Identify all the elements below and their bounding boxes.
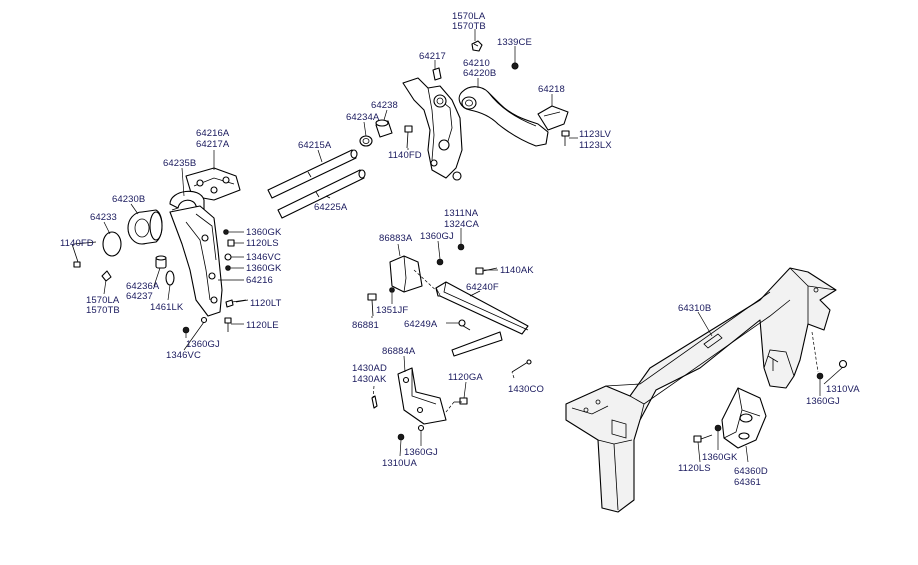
- part-label: 1570LA: [86, 295, 120, 306]
- part-label: 1140FD: [60, 238, 94, 249]
- part-label: 64235B: [163, 158, 196, 169]
- part-label: 1324CA: [444, 219, 479, 230]
- bracket-86883A[interactable]: [389, 255, 423, 293]
- nut-1360GJ-left[interactable]: [182, 316, 208, 334]
- part-label: 1140AK: [500, 265, 534, 276]
- part-label: 1140FD: [388, 150, 422, 161]
- pin-1430CO[interactable]: [511, 359, 532, 373]
- part-label: 1570TB: [452, 21, 486, 32]
- clip-part[interactable]: [471, 40, 483, 52]
- pedal-pad-64218[interactable]: [537, 105, 569, 131]
- part-label: 1346VC: [166, 350, 201, 361]
- part-label: 1570TB: [86, 305, 120, 316]
- nuts-lower-center[interactable]: [397, 424, 425, 441]
- part-label: 64236A: [126, 281, 160, 292]
- ring-1461LK[interactable]: [165, 270, 175, 286]
- bolt-86881[interactable]: [367, 287, 395, 317]
- shaft-64215A[interactable]: [267, 149, 358, 199]
- part-label: 1360GJ: [806, 396, 840, 407]
- part-label: 1570LA: [452, 11, 486, 22]
- part-label: 1360GK: [246, 263, 282, 274]
- part-label: 1311NA: [444, 208, 479, 219]
- bracket-86884A[interactable]: [397, 367, 447, 425]
- part-label: 1430AD: [352, 363, 387, 374]
- part-label: 64360D: [734, 466, 768, 477]
- part-label: 64230B: [112, 194, 145, 205]
- rod-64240F[interactable]: [435, 281, 529, 357]
- part-label: 64361: [734, 477, 761, 488]
- pedal-arm-64210[interactable]: [458, 86, 549, 147]
- disc-64233[interactable]: [102, 231, 122, 257]
- pedal-bracket-64217[interactable]: [402, 67, 463, 181]
- bushing-64236A[interactable]: [155, 255, 167, 269]
- part-label: 1360GJ: [404, 447, 438, 458]
- part-label: 1360GJ: [420, 231, 454, 242]
- part-label: 86884A: [382, 346, 416, 357]
- part-label: 1123LV: [579, 129, 612, 140]
- nuts-upper-center[interactable]: [436, 243, 465, 266]
- part-label: 86881: [352, 320, 379, 331]
- part-label: 86883A: [379, 233, 413, 244]
- part-label: 64240F: [466, 282, 499, 293]
- part-label: 1430CO: [508, 384, 544, 395]
- part-label: 1120LE: [246, 320, 279, 331]
- housing-64230B[interactable]: [127, 209, 163, 245]
- crossmember-64310B[interactable]: [565, 267, 837, 513]
- nuts-right[interactable]: [816, 359, 848, 380]
- part-label: 64310B: [678, 303, 711, 314]
- pin-1430AD[interactable]: [371, 395, 378, 409]
- part-label: 64238: [371, 100, 398, 111]
- part-label: 1360GK: [702, 452, 738, 463]
- shaft-64225A[interactable]: [277, 169, 366, 219]
- part-label: 1360GK: [246, 227, 282, 238]
- part-label: 64217A: [196, 139, 230, 150]
- part-label: 1120LT: [250, 298, 282, 309]
- part-label: 64249A: [404, 319, 438, 330]
- part-label: 1339CE: [497, 37, 532, 48]
- bracket-64216A[interactable]: [185, 167, 241, 201]
- part-label: 1310VA: [826, 384, 860, 395]
- fasteners-64360D[interactable]: [693, 424, 722, 443]
- part-label: 64218: [538, 84, 565, 95]
- part-label: 64217: [419, 51, 446, 62]
- part-label: 1360GJ: [186, 339, 220, 350]
- nut-part[interactable]: [511, 62, 519, 70]
- bushing-64238[interactable]: [375, 119, 393, 138]
- fasteners-64216[interactable]: [223, 229, 247, 333]
- part-label: 1120GA: [448, 372, 483, 383]
- leader-lines: [73, 29, 844, 463]
- bolt-1140FD-left[interactable]: [71, 243, 81, 268]
- part-label: 1346VC: [246, 252, 281, 263]
- part-label: 1120LS: [678, 463, 711, 474]
- clip-left[interactable]: [101, 270, 112, 282]
- part-label: 64234A: [346, 112, 380, 123]
- part-label: 1310UA: [382, 458, 417, 469]
- part-label: 64220B: [463, 68, 496, 79]
- bolt-1123[interactable]: [561, 130, 570, 146]
- bracket-64360D[interactable]: [721, 387, 767, 449]
- part-label: 1351JF: [376, 305, 408, 316]
- part-label: 64233: [90, 212, 117, 223]
- part-label: 1461LK: [150, 302, 184, 313]
- bolt-1140AK[interactable]: [475, 267, 498, 275]
- part-label: 1123LX: [579, 140, 612, 151]
- part-label: 64210: [463, 58, 490, 69]
- bolt-1140FD-upper[interactable]: [404, 125, 413, 149]
- part-label: 64216: [246, 275, 273, 286]
- part-label: 1120LS: [246, 238, 279, 249]
- pedal-support-64216[interactable]: [169, 205, 223, 317]
- part-label: 64216A: [196, 128, 230, 139]
- bushing-64234A[interactable]: [359, 135, 373, 147]
- part-label: 64225A: [314, 202, 348, 213]
- part-label: 64215A: [298, 140, 332, 151]
- part-labels: 1570LA 1570TB 1339CE 64217 64210 64220B …: [60, 11, 860, 488]
- part-label: 1430AK: [352, 374, 387, 385]
- part-label: 64237: [126, 291, 153, 302]
- bolt-1120GA[interactable]: [454, 397, 468, 405]
